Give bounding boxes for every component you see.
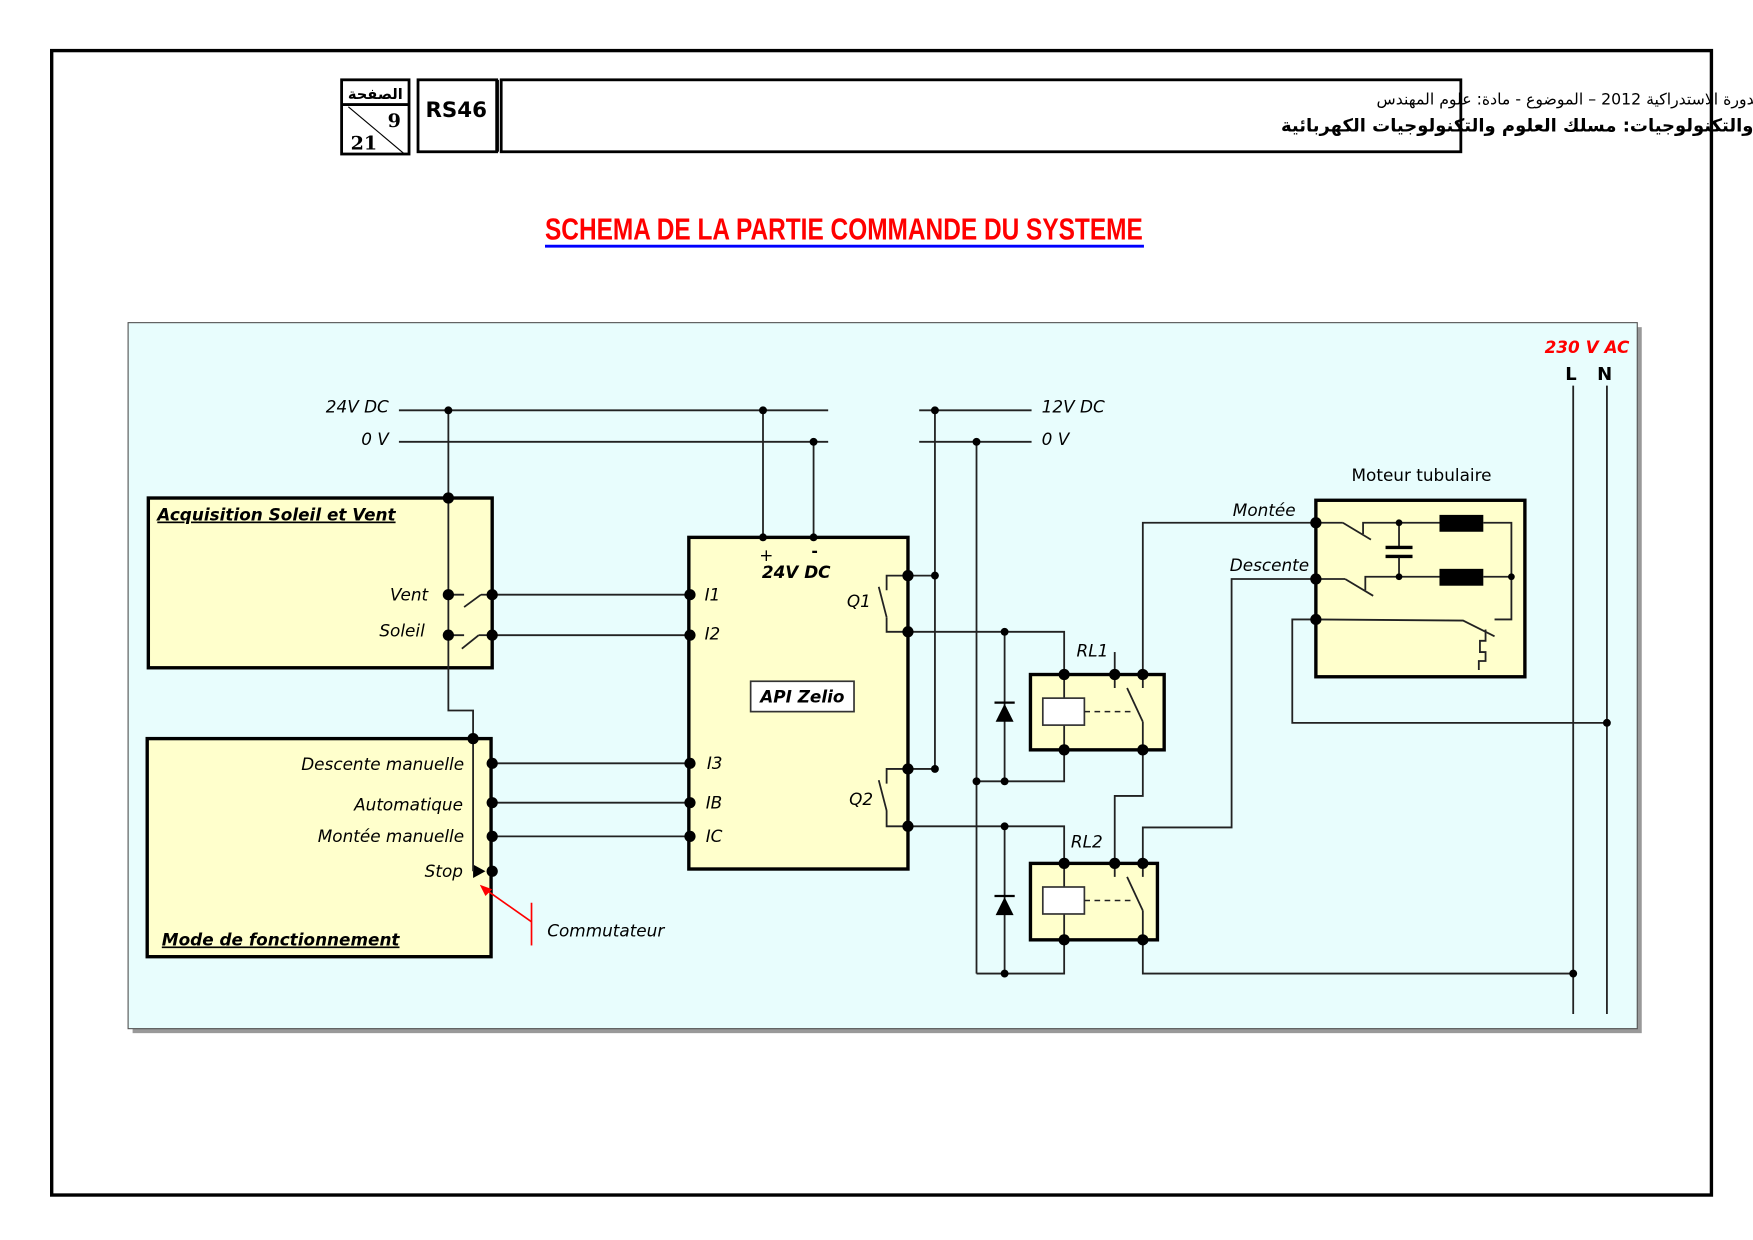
motor-terminal-descente: Descente [1230, 555, 1309, 575]
plc-input-i3: I3 [707, 753, 723, 773]
plc-output-q2: Q2 [849, 789, 873, 809]
exam-header-line1: الامتحان الوطني الموحد للبكالوريا -الدور… [1377, 90, 1753, 110]
plc-name: API Zelio [758, 687, 844, 707]
supply-rails [398, 385, 1608, 1015]
soleil-label: Soleil [379, 620, 425, 640]
plc-output-contacts [877, 574, 908, 828]
motor-title: Moteur tubulaire [1352, 465, 1492, 485]
acquisition-title: Acquisition Soleil et Vent [155, 505, 396, 525]
exam-header-line2: شعبة العلوم والتكنولوجيات: مسلك العلوم و… [1281, 116, 1753, 137]
plc-output-q1: Q1 [847, 591, 871, 611]
mode-automatique: Automatique [353, 795, 463, 815]
mode-stop: Stop [425, 861, 463, 881]
motor-internals [1315, 514, 1513, 671]
rail-0v-left-label: 0 V [361, 429, 390, 449]
ac-supply-label: 230 V AC [1545, 337, 1630, 357]
page-frame [50, 48, 1714, 1197]
line-label: L [1565, 364, 1576, 385]
relay-rl2-label: RL2 [1071, 832, 1103, 852]
page-number-box: الصفحة 9 21 [340, 78, 411, 156]
wiring-left [447, 410, 815, 872]
relay-rl1-label: RL1 [1077, 641, 1109, 661]
plc-input-ic: IC [706, 826, 723, 846]
commutateur-arrow [479, 884, 533, 946]
page-label: الصفحة [348, 86, 403, 103]
motor-box [1314, 498, 1527, 679]
mode-descente-manuelle: Descente manuelle [301, 754, 464, 774]
vent-label: Vent [390, 584, 430, 604]
mode-title: Mode de fonctionnement [162, 929, 401, 949]
rail-0v-right-label: 0 V [1042, 429, 1071, 449]
commutateur-label: Commutateur [547, 920, 665, 940]
exam-code: RS46 [425, 98, 487, 123]
rail-12v-label: 12V DC [1042, 397, 1105, 417]
mode-box [145, 736, 493, 959]
page-number: 9 [388, 109, 401, 132]
rail-24v-label: 24V DC [326, 397, 389, 417]
freewheel-diode-icons [994, 701, 1015, 916]
plc-input-ib: IB [706, 792, 723, 812]
plc-name-box [749, 680, 855, 713]
relay-coil-icon [1041, 886, 1086, 915]
plc-input-i1: I1 [705, 584, 721, 604]
plc-minus: - [811, 541, 818, 560]
plc-supply-label: 24V DC [762, 562, 831, 582]
mode-montee-manuelle: Montée manuelle [318, 826, 464, 846]
acquisition-box [146, 496, 494, 670]
plc-input-i2: I2 [705, 624, 721, 644]
motor-winding-icon [1439, 514, 1484, 532]
motor-winding-icon [1439, 568, 1484, 586]
junction-dots [442, 406, 1611, 978]
plc-plus: + [759, 545, 773, 565]
relay-rl1 [1028, 672, 1166, 752]
neutral-label: N [1597, 364, 1612, 385]
selector-pointer-icon [473, 864, 486, 879]
exam-title-box [499, 78, 1463, 154]
relay-rl2 [1028, 861, 1160, 942]
page-title: SCHEMA DE LA PARTIE COMMANDE DU SYSTEME [545, 213, 1143, 246]
relay-coil-icon [1041, 697, 1086, 726]
motor-terminal-montee: Montée [1233, 500, 1296, 520]
page-total: 21 [351, 132, 378, 155]
